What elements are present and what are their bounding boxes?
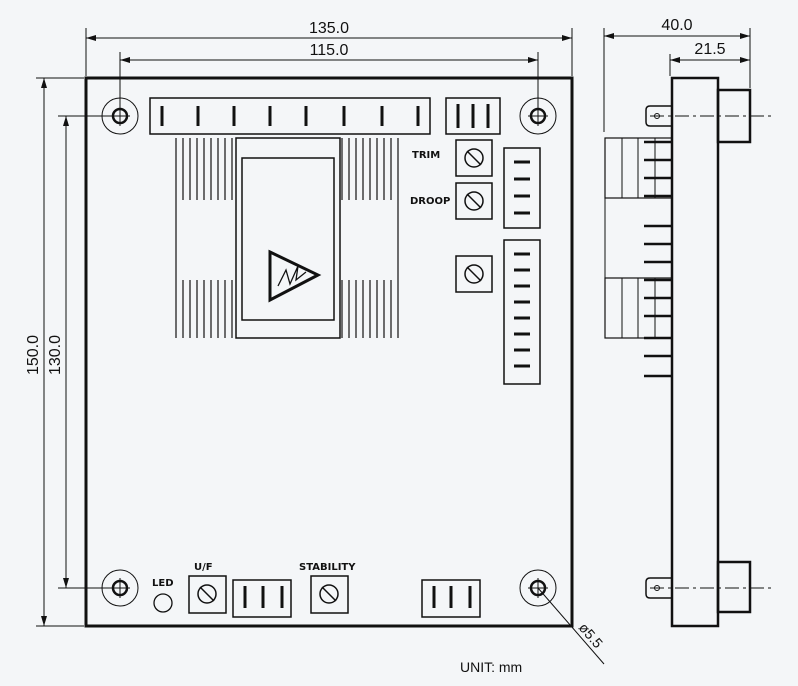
uf-potentiometer [188, 575, 227, 614]
voltage-potentiometer [455, 255, 493, 293]
trim-potentiometer [455, 139, 493, 177]
hole-width-label: 115.0 [310, 42, 349, 59]
trim-label: TRIM [412, 150, 440, 161]
width-label: 135.0 [309, 20, 349, 37]
height-label: 150.0 [25, 335, 42, 375]
top-small-connector [445, 97, 501, 135]
offset-label: 21.5 [694, 41, 725, 58]
heatsink [175, 137, 399, 339]
led-label: LED [152, 578, 174, 589]
side-view-pins [644, 140, 672, 378]
width-dimension: 135.0 [85, 20, 573, 76]
board-outline [84, 76, 574, 628]
right-connector-upper [503, 147, 541, 229]
hole-diameter-leader [537, 587, 605, 665]
bottom-connector-left [232, 579, 292, 618]
hole-height-dimension: 130.0 [47, 115, 114, 589]
top-terminal-strip [149, 97, 431, 135]
hole-height-label: 130.0 [47, 335, 64, 375]
droop-potentiometer [455, 182, 493, 220]
stability-potentiometer [310, 575, 349, 614]
unit-label: UNIT: mm [460, 659, 522, 675]
side-view [603, 28, 775, 628]
uf-label: U/F [194, 562, 213, 573]
right-connector-lower [503, 239, 541, 385]
bottom-connector-right [421, 579, 481, 618]
mounting-holes [101, 97, 557, 607]
droop-label: DROOP [410, 196, 450, 207]
warning-triangle-icon [268, 249, 322, 303]
stability-label: STABILITY [299, 562, 356, 573]
hole-width-dimension: 115.0 [119, 42, 539, 110]
led-indicator [153, 593, 173, 613]
height-dimension: 150.0 [25, 77, 84, 627]
depth-label: 40.0 [661, 17, 692, 34]
hole-diameter-label: ø5.5 [576, 619, 607, 651]
